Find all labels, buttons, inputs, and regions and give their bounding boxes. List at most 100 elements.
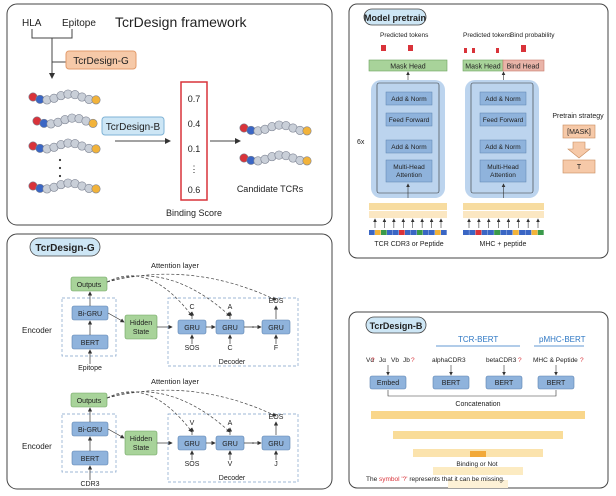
strategy-label: Pretrain strategy: [552, 113, 604, 120]
candidate-label: Candidate TCRs: [237, 184, 304, 194]
outputs-label: Outputs: [77, 282, 102, 289]
binding-label: Binding or Not: [456, 461, 497, 468]
attention-curve: [106, 391, 231, 433]
input-token: [525, 230, 532, 235]
sos-label: SOS: [185, 345, 200, 352]
attention-curve: [106, 275, 231, 317]
bert-label: BERT: [81, 456, 100, 463]
input-token: [469, 230, 476, 235]
bead: [88, 118, 98, 128]
epitope-label: Epitope: [62, 18, 96, 29]
outputs-box: [70, 276, 108, 292]
bert-box-1-label: BERT: [442, 380, 461, 387]
gru-label: GRU: [268, 441, 284, 448]
input-token: [494, 230, 501, 235]
input-token: [441, 230, 447, 235]
input-token: [435, 230, 441, 235]
mha-1b: Attention: [396, 172, 422, 179]
attention-label: Attention layer: [151, 377, 199, 386]
input-token: [393, 230, 399, 235]
token-in-2: J: [274, 461, 278, 468]
feed-forward-1: Feed Forward: [389, 117, 430, 124]
chain-1: [28, 89, 101, 105]
note-post: represents that it can be missing.: [408, 476, 505, 483]
candidate-chain-2: [239, 150, 312, 166]
feed-forward-2: Feed Forward: [483, 117, 524, 124]
bigru-label: Bi-GRU: [78, 311, 102, 318]
bead: [91, 144, 101, 154]
va-label: Vα: [366, 357, 374, 364]
hidden-label-2: State: [133, 445, 149, 452]
g-arrow: [107, 428, 125, 439]
gru-box: [261, 319, 291, 335]
pretrain-title: Model pretrain: [364, 13, 426, 23]
funnel-bar: [393, 431, 563, 439]
hla-label: HLA: [22, 18, 42, 29]
score-2: 0.1: [188, 144, 201, 154]
embed-box-label: Embed: [377, 380, 399, 387]
jb-q: ?: [411, 357, 415, 364]
add-norm-2a: Add & Norm: [485, 96, 520, 103]
attention-curve: [106, 389, 277, 417]
input-token: [506, 230, 513, 235]
concat-label: Concatenation: [455, 401, 500, 408]
mask-token: [MASK]: [567, 129, 591, 136]
score-1: 0.4: [188, 119, 201, 129]
mask-head-1: Mask Head: [390, 64, 426, 71]
gru-box: [261, 435, 291, 451]
attention-label: Attention layer: [151, 261, 199, 270]
vb-label: Vb: [391, 357, 399, 364]
encoder-stack-2: Add & Norm Feed Forward Add & Norm Multi…: [465, 80, 539, 198]
token-out-2: A: [228, 304, 233, 311]
ellipsis-dot: [58, 174, 62, 178]
candidate-chain-1: [239, 120, 312, 136]
encoder-frame: [61, 297, 117, 357]
outputs-label: Outputs: [77, 398, 102, 405]
input-token: [475, 230, 482, 235]
input-token: [531, 230, 538, 235]
score-0: 0.7: [188, 94, 201, 104]
input-label-2: MHC + peptide: [480, 241, 527, 248]
decoder-label: Decoder: [219, 475, 246, 482]
bert-label: BERT: [81, 340, 100, 347]
input-token: [429, 230, 435, 235]
chain-4: [28, 178, 101, 194]
tcrdesign-b-box: [101, 116, 165, 136]
token-out-1: C: [189, 304, 194, 311]
attention-curve: [106, 273, 277, 301]
bert-box-3-label: BERT: [547, 380, 566, 387]
input-token: [423, 230, 429, 235]
score-3: ⋮: [190, 164, 199, 174]
input-token-rows: [369, 71, 544, 235]
bert-box-3: [537, 375, 575, 390]
bead: [302, 156, 312, 166]
token-in-1: V: [228, 461, 233, 468]
input-token: [417, 230, 423, 235]
gru-label: GRU: [222, 441, 238, 448]
bind-head: Bind Head: [507, 64, 540, 71]
predicted-tokens-2: Predicted tokens: [463, 32, 512, 39]
pmhc-bert-label: pMHC-BERT: [539, 335, 586, 344]
missing-note: The symbol '?' represents that it can be…: [366, 476, 505, 483]
embed-box: [369, 375, 407, 390]
token-out-1: V: [190, 420, 195, 427]
input-token: [387, 230, 393, 235]
mha-2b: Attention: [490, 172, 516, 179]
input-token: [519, 230, 526, 235]
down-arrow-icon: [567, 141, 591, 159]
add-norm-2b: Add & Norm: [485, 144, 520, 151]
bead: [91, 184, 101, 194]
g-blocks: Attention layerOutputsBi-GRUBERTEncoderE…: [22, 261, 299, 488]
chain-2: [32, 113, 98, 129]
bead: [302, 126, 312, 136]
input-token: [369, 230, 375, 235]
bigru-label: Bi-GRU: [78, 427, 102, 434]
ellipsis-dot: [58, 158, 62, 162]
funnel-bar: [433, 467, 523, 475]
token-in-2: F: [274, 345, 278, 352]
ja-label: Jα: [379, 357, 386, 364]
input-token: [381, 230, 387, 235]
input-token: [463, 230, 469, 235]
